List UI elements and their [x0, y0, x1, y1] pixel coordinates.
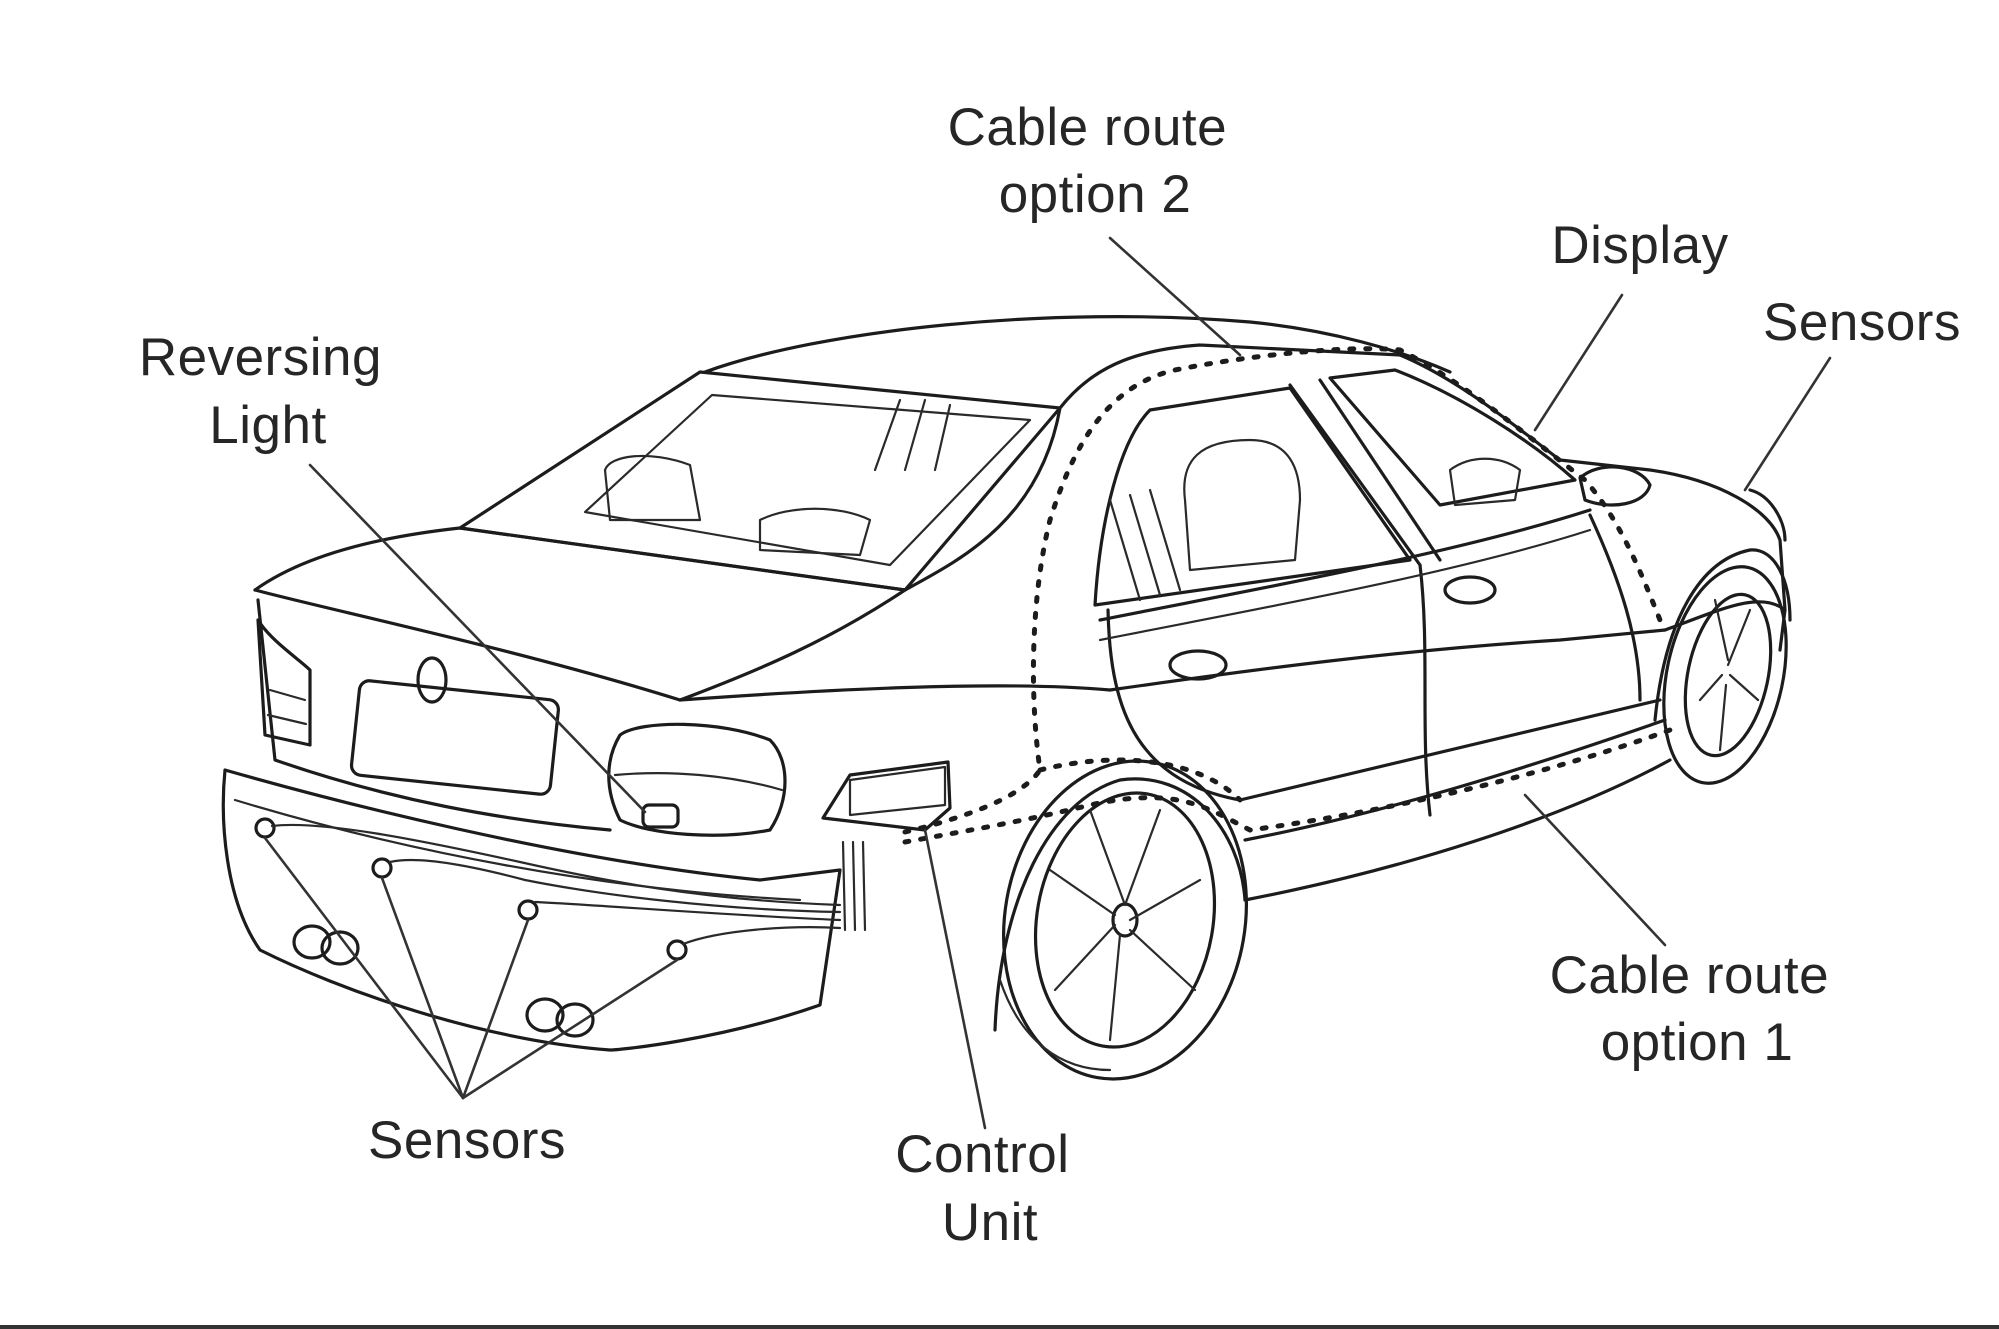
leader-display	[1533, 293, 1624, 432]
car-roof	[703, 315, 1452, 374]
sensor-icon	[517, 899, 539, 921]
tail-light-right	[607, 722, 787, 837]
leader-cable-route-option-2	[1108, 236, 1242, 357]
leader-control-unit	[923, 828, 987, 1130]
label-reversing-light-line1: Reversing	[139, 328, 382, 387]
label-sensors-rear: Sensors	[368, 1111, 566, 1170]
label-control-unit: Control Unit	[895, 1125, 1085, 1252]
rear-bumper	[221, 768, 842, 1052]
side-window-rear	[1093, 386, 1412, 607]
label-control-unit-line1: Control	[895, 1125, 1069, 1184]
label-cable-route-option-1-line1: Cable route	[1550, 946, 1830, 1005]
label-cable-route-option-1: Cable route option 1	[1550, 946, 1845, 1072]
leader-sensors-rear-3	[461, 918, 530, 1100]
leader-cable-route-option-1	[1523, 793, 1667, 947]
front-wheel	[1653, 548, 1792, 785]
label-cable-route-option-2: Cable route option 2	[948, 98, 1243, 224]
leader-sensors-front	[1743, 356, 1832, 492]
label-cable-route-option-2-line1: Cable route	[948, 98, 1228, 157]
sensor-icon	[254, 817, 276, 839]
rear-sensors	[254, 817, 688, 961]
tail-light-left	[256, 618, 312, 747]
leader-reversing-light	[308, 463, 647, 814]
leader-sensors-rear-2	[380, 876, 465, 1100]
cable-route-option-2-path	[902, 346, 1663, 835]
label-display: Display	[1551, 216, 1728, 275]
bottom-border	[0, 1325, 1999, 1329]
label-cable-route-option-2-line2: option 2	[999, 165, 1192, 224]
control-unit-box	[821, 760, 952, 832]
sensor-icon	[371, 857, 393, 879]
exhaust-right-icon	[525, 997, 595, 1038]
label-control-unit-line2: Unit	[942, 1193, 1038, 1252]
rear-wheel	[993, 759, 1248, 1081]
leader-sensors-rear-1	[263, 836, 465, 1100]
emblem-icon	[416, 656, 448, 704]
leader-lines	[263, 236, 1832, 1130]
label-reversing-light: Reversing Light	[139, 328, 397, 455]
license-plate	[349, 679, 560, 796]
label-reversing-light-line2: Light	[209, 396, 326, 455]
leader-sensors-rear-4	[461, 958, 679, 1100]
exhaust-left-icon	[292, 924, 360, 966]
side-mirror	[1578, 465, 1652, 507]
side-window-front	[1328, 368, 1577, 507]
label-cable-route-option-1-line2: option 1	[1601, 1013, 1794, 1072]
cable-route-option-1-path	[902, 727, 1673, 845]
door-handle	[1168, 649, 1228, 681]
door-handle	[1443, 575, 1497, 605]
label-sensors-front: Sensors	[1763, 293, 1961, 352]
